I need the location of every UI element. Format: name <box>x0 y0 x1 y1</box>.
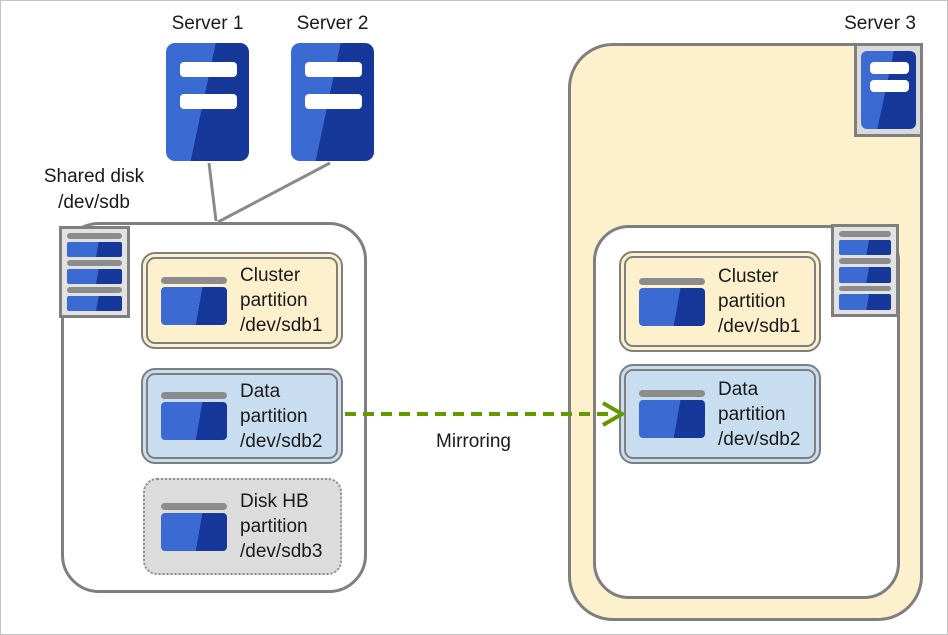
mirroring-label: Mirroring <box>436 431 511 452</box>
server-slot-bar <box>870 80 909 92</box>
cluster-partition: Cluster partition /dev/sdb1 <box>141 252 343 349</box>
partition-name: partition <box>718 403 786 425</box>
server1-icon <box>166 43 249 161</box>
partition-icon <box>161 502 227 551</box>
partition-icon <box>639 277 705 326</box>
server3-icon-container <box>854 43 923 137</box>
diskhb-partition: Disk HB partition /dev/sdb3 <box>143 478 342 575</box>
partition-device: /dev/sdb2 <box>718 428 801 450</box>
partition-device: /dev/sdb1 <box>718 316 801 337</box>
partition-name: Data <box>240 380 281 402</box>
mirror-cluster-partition: Cluster partition /dev/sdb1 <box>619 251 821 352</box>
server-slot-bar <box>305 62 362 77</box>
server2-label: Server 2 <box>296 13 369 34</box>
partition-name: partition <box>240 405 308 427</box>
server-slot-bar <box>180 62 237 77</box>
mirror-data-partition: Data partition /dev/sdb2 <box>619 364 821 464</box>
shared-disk-label-line1: Shared disk <box>43 166 145 187</box>
partition-device: /dev/sdb2 <box>240 430 323 452</box>
partition-name: Cluster <box>240 265 301 286</box>
server-slot-bar <box>305 94 362 109</box>
server1-label: Server 1 <box>171 13 244 34</box>
partition-name: partition <box>718 291 786 312</box>
partition-icon <box>639 390 705 438</box>
server-slot-bar <box>180 94 237 109</box>
server-slot-bar <box>870 62 909 74</box>
server2-icon <box>291 43 374 161</box>
partition-name: Data <box>718 378 759 400</box>
partition-name: Disk HB <box>240 491 309 512</box>
partition-icon <box>161 392 227 440</box>
data-partition: Data partition /dev/sdb2 <box>141 368 343 464</box>
shared-disk-label: Shared disk /dev/sdb <box>17 164 171 216</box>
shared-disk-icon <box>59 226 130 318</box>
shared-disk-label-line2: /dev/sdb <box>58 192 130 213</box>
partition-name: partition <box>240 290 308 311</box>
partition-name: Cluster <box>718 266 779 287</box>
server2-connector-line <box>217 161 331 224</box>
server1-connector-line <box>207 162 218 222</box>
partition-device: /dev/sdb1 <box>240 315 323 336</box>
partition-device: /dev/sdb3 <box>240 541 323 562</box>
server3-icon <box>861 51 916 129</box>
partition-name: partition <box>240 516 308 537</box>
mirror-disk-icon <box>831 224 899 317</box>
server3-label: Server 3 <box>844 13 916 34</box>
partition-icon <box>161 276 227 325</box>
